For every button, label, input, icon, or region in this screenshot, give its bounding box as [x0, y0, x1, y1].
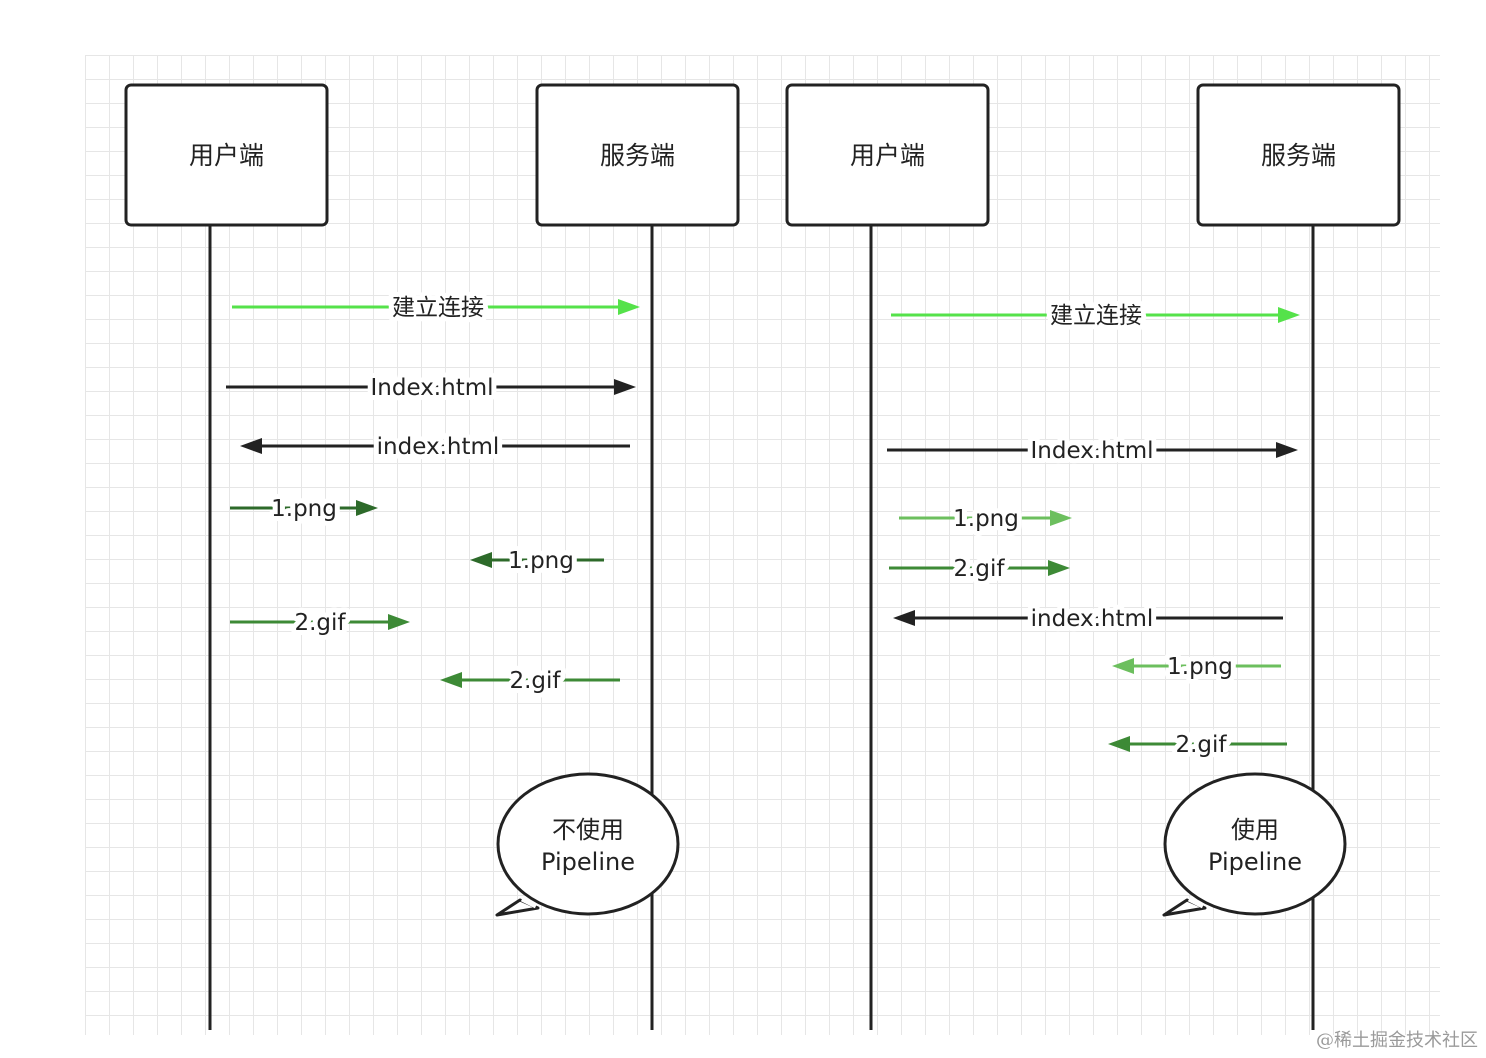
bubble-body	[1163, 772, 1347, 916]
arrow-head	[618, 299, 640, 315]
message-arrow: 2.gif	[440, 663, 620, 699]
message-label: 1.png	[508, 548, 574, 574]
bubble-text-line1: 不使用	[552, 816, 624, 844]
watermark: @稀土掘金技术社区	[1316, 1030, 1478, 1051]
message-arrow: 1.png	[1112, 649, 1281, 685]
message-arrow: index.html	[893, 601, 1283, 637]
message-label: Index.html	[370, 375, 493, 401]
arrow-head	[240, 438, 262, 454]
message-label: 建立连接	[1050, 303, 1142, 329]
server-label: 服务端	[600, 141, 675, 170]
message-arrow: 2.gif	[1108, 727, 1287, 763]
message-label: 1.png	[271, 496, 337, 522]
message-arrow: index.html	[240, 429, 630, 465]
arrow-head	[1048, 560, 1070, 576]
message-label: 2.gif	[1175, 732, 1227, 758]
speech-bubble: 使用 Pipeline	[1162, 772, 1347, 917]
arrow-head	[440, 672, 462, 688]
message-label: 1.png	[953, 506, 1019, 532]
arrow-head	[356, 500, 378, 516]
message-label: index.html	[377, 434, 500, 460]
server-box	[1196, 83, 1401, 227]
client-box	[785, 83, 990, 227]
message-arrow: 1.png	[230, 491, 378, 527]
message-label: 2.gif	[294, 610, 346, 636]
message-arrow: 建立连接	[891, 298, 1300, 334]
arrow-head	[893, 610, 915, 626]
message-arrow: Index.html	[226, 370, 636, 406]
arrow-head	[614, 379, 636, 395]
arrow-head	[388, 614, 410, 630]
bubble-tail-join	[520, 896, 538, 909]
bubble-text-line2: Pipeline	[541, 848, 635, 876]
speech-bubble: 不使用 Pipeline	[495, 772, 680, 917]
message-label: 2.gif	[953, 556, 1005, 582]
arrow-head	[1050, 510, 1072, 526]
client-label: 用户端	[850, 141, 925, 170]
message-arrow: 建立连接	[232, 290, 640, 326]
message-label: Index.html	[1030, 438, 1153, 464]
bubble-tail-join	[1187, 896, 1205, 909]
message-label: index.html	[1031, 606, 1154, 632]
client-label: 用户端	[189, 141, 264, 170]
arrow-head	[470, 552, 492, 568]
client-box	[124, 83, 329, 227]
bubble-body	[496, 772, 680, 916]
bubble-text-line2: Pipeline	[1208, 848, 1302, 876]
arrow-head	[1278, 307, 1300, 323]
message-label: 2.gif	[509, 668, 561, 694]
message-arrow: 1.png	[899, 501, 1072, 537]
message-arrow: 2.gif	[230, 605, 410, 641]
server-box	[535, 83, 740, 227]
message-label: 1.png	[1167, 654, 1233, 680]
message-arrow: 1.png	[470, 543, 604, 579]
bubble-text-line1: 使用	[1231, 816, 1279, 844]
message-label: 建立连接	[392, 295, 484, 321]
arrow-head	[1108, 736, 1130, 752]
message-arrow: Index.html	[887, 433, 1298, 469]
arrow-head	[1112, 658, 1134, 674]
message-arrow: 2.gif	[889, 551, 1070, 587]
server-label: 服务端	[1261, 141, 1336, 170]
arrow-head	[1276, 442, 1298, 458]
